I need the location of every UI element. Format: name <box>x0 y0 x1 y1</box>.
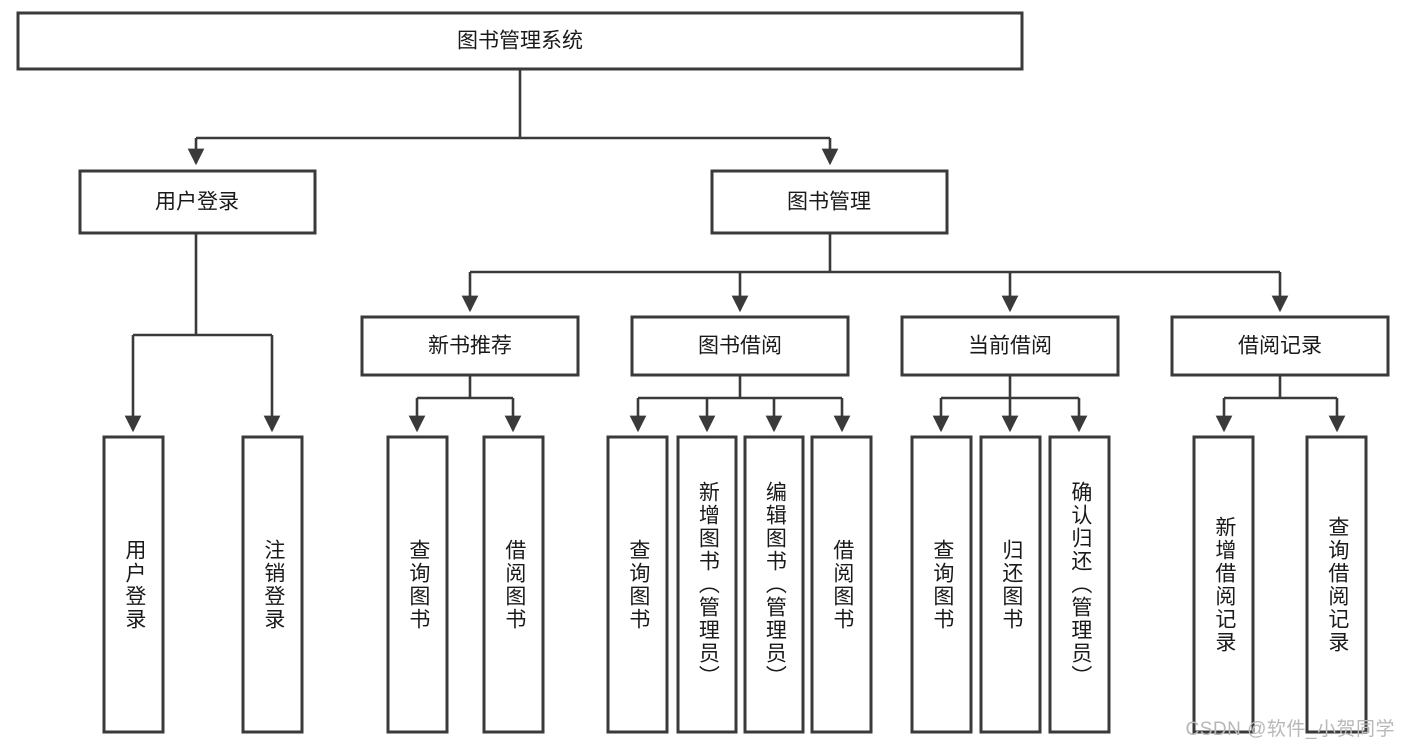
node-book-borrow[interactable]: 图书借阅 <box>630 315 850 377</box>
node-user-login-box[interactable] <box>78 169 317 235</box>
edge-group-book-borrow <box>629 376 851 433</box>
node-current-borrow-label: 当前借阅 <box>968 335 1052 358</box>
node-leaf-user-login-box[interactable] <box>102 435 165 734</box>
node-leaf-query-book-1-box[interactable] <box>386 435 449 734</box>
node-leaf-query-book-2-box[interactable] <box>606 435 669 734</box>
node-borrow-record-label: 借阅记录 <box>1238 335 1322 358</box>
edge-group-user-login <box>124 233 281 433</box>
node-borrow-record-box[interactable] <box>1170 315 1390 377</box>
node-leaf-return-book-box[interactable] <box>979 435 1042 734</box>
node-leaf-borrow-book-1-box[interactable] <box>482 435 545 734</box>
node-root-label: 图书管理系统 <box>457 30 583 53</box>
node-leaf-confirm-return-box[interactable] <box>1048 435 1111 734</box>
edge-group-new-book-rec <box>408 376 522 433</box>
node-book-borrow-label: 图书借阅 <box>698 335 782 358</box>
node-leaf-query-record-box[interactable] <box>1305 435 1368 734</box>
edge-group-current-borrow <box>932 376 1088 433</box>
leaf-box-group <box>102 435 1368 734</box>
node-new-book-rec[interactable]: 新书推荐 <box>360 315 580 377</box>
node-leaf-logout-login-box[interactable] <box>241 435 304 734</box>
node-book-manage-box[interactable] <box>710 169 949 235</box>
node-root-box[interactable] <box>16 11 1024 71</box>
node-book-borrow-box[interactable] <box>630 315 850 377</box>
node-current-borrow[interactable]: 当前借阅 <box>900 315 1120 377</box>
node-leaf-query-book-3-box[interactable] <box>910 435 973 734</box>
csdn-watermark: CSDN @软件_小贺同学 <box>1185 719 1395 740</box>
node-new-book-rec-box[interactable] <box>360 315 580 377</box>
node-book-manage-label: 图书管理 <box>787 191 871 214</box>
node-new-book-rec-label: 新书推荐 <box>428 335 512 358</box>
node-user-login-label: 用户登录 <box>155 191 239 214</box>
node-leaf-add-record-box[interactable] <box>1192 435 1255 734</box>
edge-group-root <box>187 69 839 166</box>
node-leaf-edit-book-box[interactable] <box>743 435 805 734</box>
edge-group-book-manage <box>461 233 1289 313</box>
node-borrow-record[interactable]: 借阅记录 <box>1170 315 1390 377</box>
node-book-manage[interactable]: 图书管理 <box>710 169 949 235</box>
node-root[interactable]: 图书管理系统 <box>16 11 1024 71</box>
node-leaf-add-book-box[interactable] <box>676 435 738 734</box>
edge-group-borrow-record <box>1215 376 1346 433</box>
node-user-login[interactable]: 用户登录 <box>78 169 317 235</box>
node-leaf-borrow-book-2-box[interactable] <box>810 435 873 734</box>
node-current-borrow-box[interactable] <box>900 315 1120 377</box>
